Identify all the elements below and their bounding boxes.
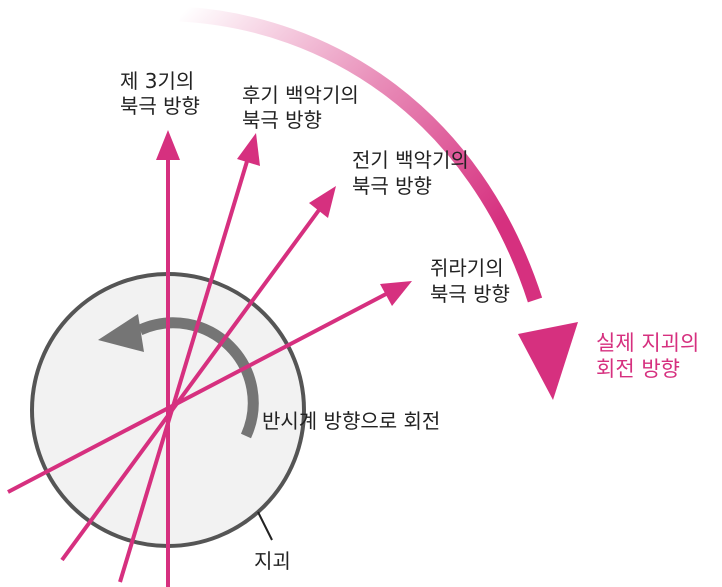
pole-arrow-late-cretaceous [118,133,260,583]
label-early-cretaceous-pole: 전기 백악기의 북극 방향 [352,148,475,198]
pole-arrow-jurassic [7,281,412,494]
label-actual-rotation: 실제 지괴의 회전 방향 [596,331,706,381]
landmass-leader-line [257,511,273,541]
actual-rotation-arrow [179,6,578,400]
pole-arrow-early-cretaceous [60,186,336,562]
label-late-cretaceous-pole: 후기 백악기의 북극 방향 [242,83,365,132]
label-tertiary-pole: 제 3기의 북극 방향 [120,69,201,118]
pole-arrow-tertiary [156,130,180,587]
label-jurassic-pole: 쥐라기의 북극 방향 [430,256,510,306]
label-landmass: 지괴 [254,549,291,573]
label-counterclockwise: 반시계 방향으로 회전 [262,409,440,433]
